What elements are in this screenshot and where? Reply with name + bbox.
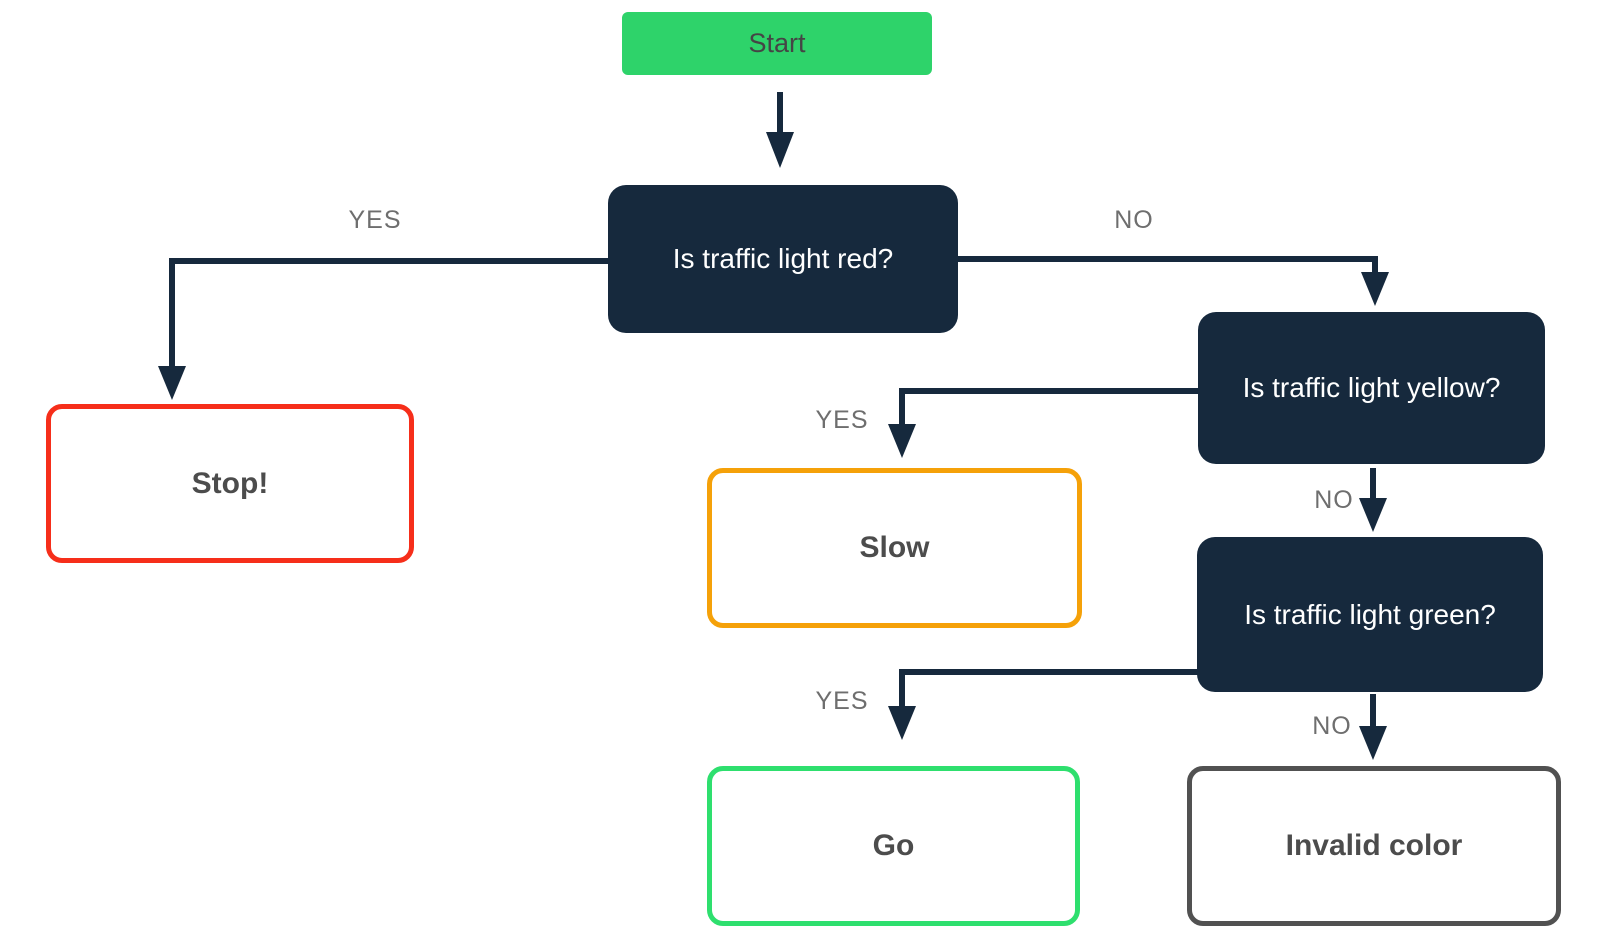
edge-label-green-yes: YES xyxy=(815,687,869,715)
node-question-green: Is traffic light green? xyxy=(1197,537,1543,692)
connector-red-no-to-yellow xyxy=(958,256,1389,306)
connector-green-yes-arrowhead xyxy=(888,706,916,740)
connector-yellow-yes-line xyxy=(899,388,1198,426)
node-outcome-slow-label: Slow xyxy=(859,531,930,564)
edge-label-red-no: NO xyxy=(1114,206,1154,234)
connector-red-yes-line xyxy=(169,258,608,368)
node-outcome-stop-label: Stop! xyxy=(191,466,269,500)
connector-green-yes-to-go xyxy=(888,669,1198,740)
edge-label-yellow-yes: YES xyxy=(815,406,869,434)
edge-label-green-no: NO xyxy=(1312,712,1352,740)
connector-yellow-yes-to-slow xyxy=(888,388,1198,458)
connector-green-yes-line xyxy=(899,669,1198,708)
node-question-red-label: Is traffic light red? xyxy=(672,243,894,274)
node-question-green-label: Is traffic light green? xyxy=(1244,598,1496,630)
connector-red-yes-to-stop xyxy=(158,258,608,400)
node-question-yellow: Is traffic light yellow? xyxy=(1198,312,1545,464)
connector-red-no-line xyxy=(958,256,1378,274)
connector-yellow-yes-arrowhead xyxy=(888,424,916,458)
node-start: Start xyxy=(622,12,932,75)
node-outcome-invalid: Invalid color xyxy=(1187,766,1561,926)
node-outcome-slow: Slow xyxy=(707,468,1082,628)
node-start-label: Start xyxy=(748,28,806,58)
edge-label-yellow-no: NO xyxy=(1314,486,1354,514)
node-outcome-invalid-label: Invalid color xyxy=(1285,829,1463,862)
node-outcome-go: Go xyxy=(707,766,1080,926)
connector-start-to-red xyxy=(766,92,794,168)
node-outcome-stop: Stop! xyxy=(46,404,414,563)
node-question-red: Is traffic light red? xyxy=(608,185,958,333)
connector-red-yes-arrowhead xyxy=(158,366,186,400)
node-outcome-go-label: Go xyxy=(872,829,915,862)
edge-label-red-yes: YES xyxy=(348,206,402,234)
node-question-yellow-label: Is traffic light yellow? xyxy=(1242,372,1501,403)
connector-start-to-red-arrowhead xyxy=(766,132,794,168)
connector-red-no-arrowhead xyxy=(1361,272,1389,306)
